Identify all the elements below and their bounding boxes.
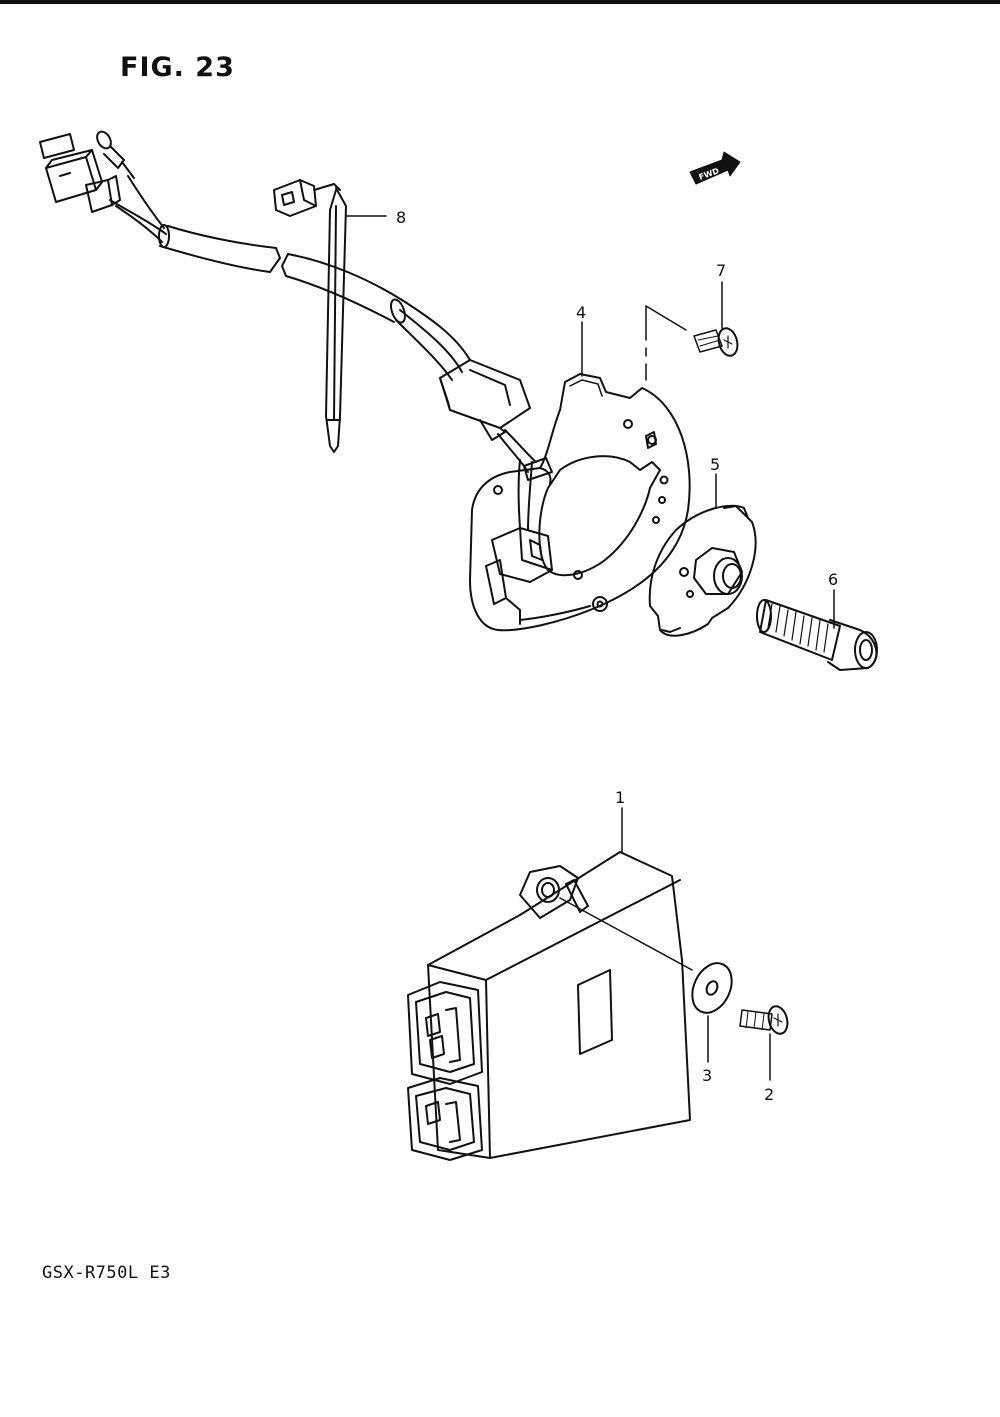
part-2-screw [739, 1005, 789, 1035]
figure-title: FIG. 23 [120, 52, 235, 83]
wire [504, 429, 537, 463]
leader-lines [345, 215, 835, 1081]
wire [109, 199, 167, 235]
part-6-bolt [756, 599, 878, 671]
callout-2: 2 [764, 1085, 774, 1104]
wire [401, 299, 471, 361]
callout-labels: 8 7 4 5 6 1 3 2 [396, 208, 838, 1104]
harness-coupler [39, 133, 121, 213]
callout-5: 5 [710, 455, 720, 474]
wire-grommet [439, 359, 531, 441]
callout-1: 1 [615, 788, 625, 807]
wire-harness [39, 130, 537, 473]
part-8-clamp [273, 179, 347, 453]
part-5-signal-rotor [648, 504, 757, 637]
wire [127, 175, 165, 229]
bullet-terminal [96, 130, 135, 179]
part-4-pickup-plate [469, 305, 691, 632]
top-border-rule [0, 0, 1000, 4]
callout-6: 6 [828, 570, 838, 589]
fwd-arrow-icon: FWD [689, 151, 741, 185]
part-7-screw [693, 327, 739, 357]
wire [395, 319, 453, 381]
callout-8: 8 [396, 208, 406, 227]
part-3-washer [691, 962, 733, 1014]
callout-7: 7 [716, 261, 726, 280]
harness-sleeve [158, 224, 406, 324]
model-code-label: GSX-R750L E3 [42, 1263, 171, 1283]
callout-3: 3 [702, 1066, 712, 1085]
callout-4: 4 [576, 303, 586, 322]
wire [115, 205, 163, 243]
wire [399, 309, 463, 373]
part-1-igniter [407, 851, 693, 1161]
